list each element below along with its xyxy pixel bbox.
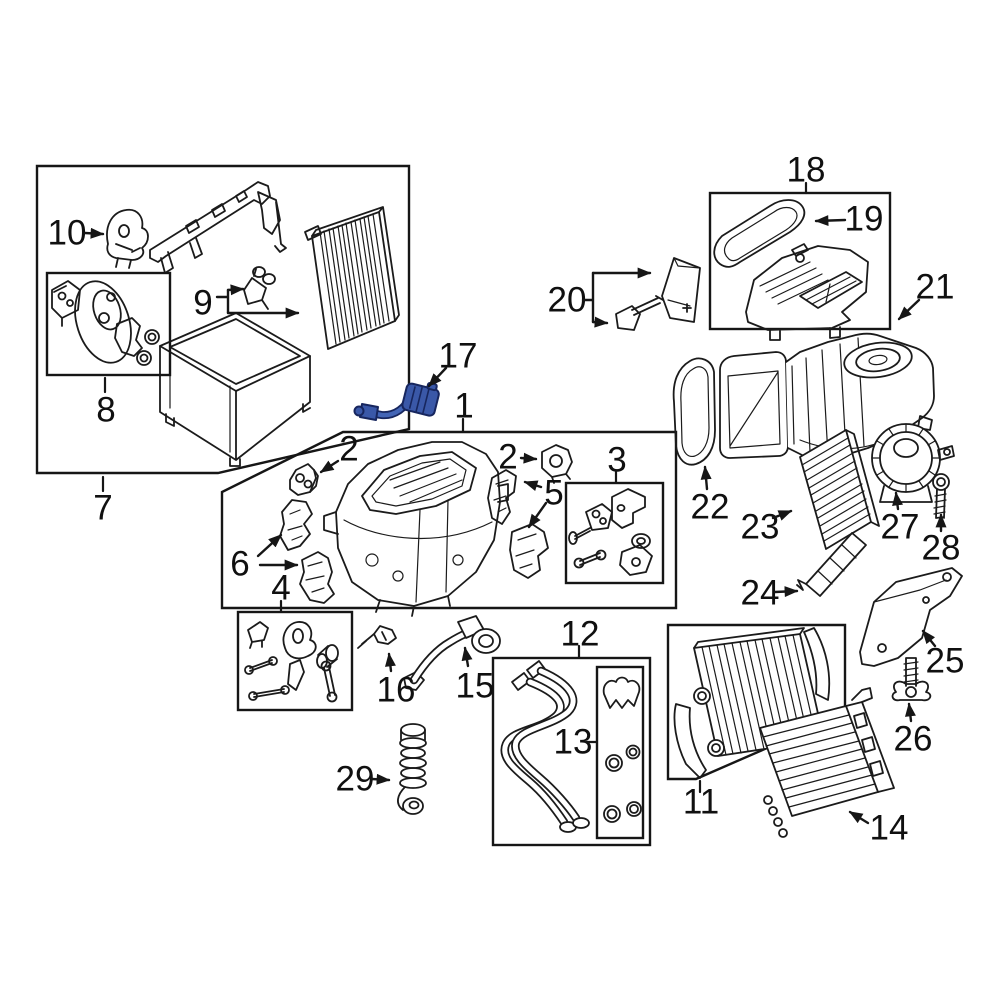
callout-6-label[interactable]: 6 <box>230 545 249 584</box>
part-frame-bracket <box>149 181 287 274</box>
part-10-mount-bracket <box>106 208 149 269</box>
arrow-6a <box>256 533 283 558</box>
part-9-valve <box>243 266 276 310</box>
arrow-10 <box>83 227 105 239</box>
part-3-lever-kit <box>568 488 653 576</box>
part-28-bolt <box>932 473 950 519</box>
box-4-outline <box>236 610 354 712</box>
callout-22-label[interactable]: 22 <box>691 488 730 527</box>
arrow-17 <box>427 366 448 388</box>
part-evaporator-core <box>304 206 400 350</box>
box-8-outline <box>45 271 172 377</box>
arrow-15 <box>461 646 473 668</box>
callout-5-label[interactable]: 5 <box>544 474 563 513</box>
arrow-23 <box>771 509 793 521</box>
callout-2-left-label[interactable]: 2 <box>339 430 358 469</box>
group-box-7 <box>35 164 411 475</box>
part-19-seal <box>713 199 806 268</box>
callout-1-label[interactable]: 1 <box>454 387 473 426</box>
callout-29-label[interactable]: 29 <box>336 760 375 799</box>
part-24-filter-retainer <box>796 532 867 597</box>
arrow-22 <box>700 465 712 491</box>
part-14-aux-heater <box>759 687 895 838</box>
arrow-14 <box>848 810 870 825</box>
callout-14-label[interactable]: 14 <box>870 809 909 848</box>
callout-28-label[interactable]: 28 <box>922 529 961 568</box>
part-18-upper-case <box>745 243 869 341</box>
part-2-right-actuator <box>541 444 573 484</box>
part-29-drain-valve <box>397 723 427 815</box>
box-1-outline <box>220 430 678 610</box>
callout-4-label[interactable]: 4 <box>271 569 290 608</box>
callout-10-label[interactable]: 10 <box>48 214 87 253</box>
group-box-1 <box>220 430 678 617</box>
part-15-hose <box>403 615 501 691</box>
part-main-hvac-housing <box>323 441 509 617</box>
leader-20 <box>581 271 595 324</box>
arrow-5b <box>527 501 548 529</box>
arrow-5a <box>523 480 543 491</box>
part-22-duct-seal <box>672 357 716 466</box>
arrow-25 <box>921 629 937 648</box>
part-2-left-actuator <box>289 463 319 496</box>
group-box-12 <box>491 656 652 847</box>
arrow-27 <box>892 491 903 511</box>
part-6-brackets <box>279 499 335 604</box>
group-part-20 <box>615 257 701 331</box>
part-17-temperature-sensor-highlighted[interactable] <box>353 378 442 421</box>
arrow-19 <box>814 215 847 227</box>
arrow-21 <box>897 298 921 321</box>
callout-9-label[interactable]: 9 <box>193 284 212 323</box>
part-23-cabin-filter <box>799 429 880 550</box>
part-21-blower-case <box>719 332 935 461</box>
callout-3-label[interactable]: 3 <box>607 441 626 480</box>
callout-23-label[interactable]: 23 <box>741 508 780 547</box>
callout-2-right-label[interactable]: 2 <box>498 438 517 477</box>
group-box-4 <box>236 610 354 712</box>
callout-15-label[interactable]: 15 <box>456 667 495 706</box>
part-20-foam-pad <box>661 257 701 323</box>
part-16-clip <box>357 625 397 649</box>
part-12-heater-pipes <box>500 660 590 833</box>
callout-26-label[interactable]: 26 <box>894 720 933 759</box>
arrow-26 <box>904 702 916 723</box>
box-13-outline <box>595 665 645 840</box>
callout-7-label[interactable]: 7 <box>93 489 112 528</box>
box-7-outline <box>35 164 411 475</box>
arrow-20b <box>591 316 609 328</box>
part-27-blower-motor <box>871 423 955 503</box>
callouts: 10 9 8 7 17 1 2 2 3 5 6 4 12 13 11 <box>48 151 965 848</box>
part-lower-duct-housing <box>159 312 311 467</box>
part-13-seal-kit <box>602 676 642 823</box>
arrow-24 <box>773 586 799 598</box>
part-8-valve-kit <box>51 280 160 366</box>
box-3-outline <box>564 481 665 585</box>
part-26-wing-screw <box>891 657 932 702</box>
part-20-retainer-pin <box>615 295 664 331</box>
callout-16-label[interactable]: 16 <box>377 671 416 710</box>
callout-27-label[interactable]: 27 <box>881 508 920 547</box>
callout-21-label[interactable]: 21 <box>916 268 955 307</box>
box-12-outline <box>491 656 652 847</box>
callout-20-label[interactable]: 20 <box>548 281 587 320</box>
arrow-2-right <box>519 452 538 464</box>
arrow-29 <box>370 773 391 785</box>
leader-9 <box>215 288 230 315</box>
part-4-link-kit <box>244 621 339 703</box>
callout-8-label[interactable]: 8 <box>96 391 115 430</box>
arrow-9a <box>226 284 245 296</box>
callout-19-label[interactable]: 19 <box>845 200 884 239</box>
part-25-support-bracket <box>859 567 963 667</box>
arrow-2-left <box>319 459 340 474</box>
arrow-16 <box>384 652 396 673</box>
group-box-18 <box>708 191 892 341</box>
callout-25-label[interactable]: 25 <box>926 642 965 681</box>
callout-24-label[interactable]: 24 <box>741 574 780 613</box>
